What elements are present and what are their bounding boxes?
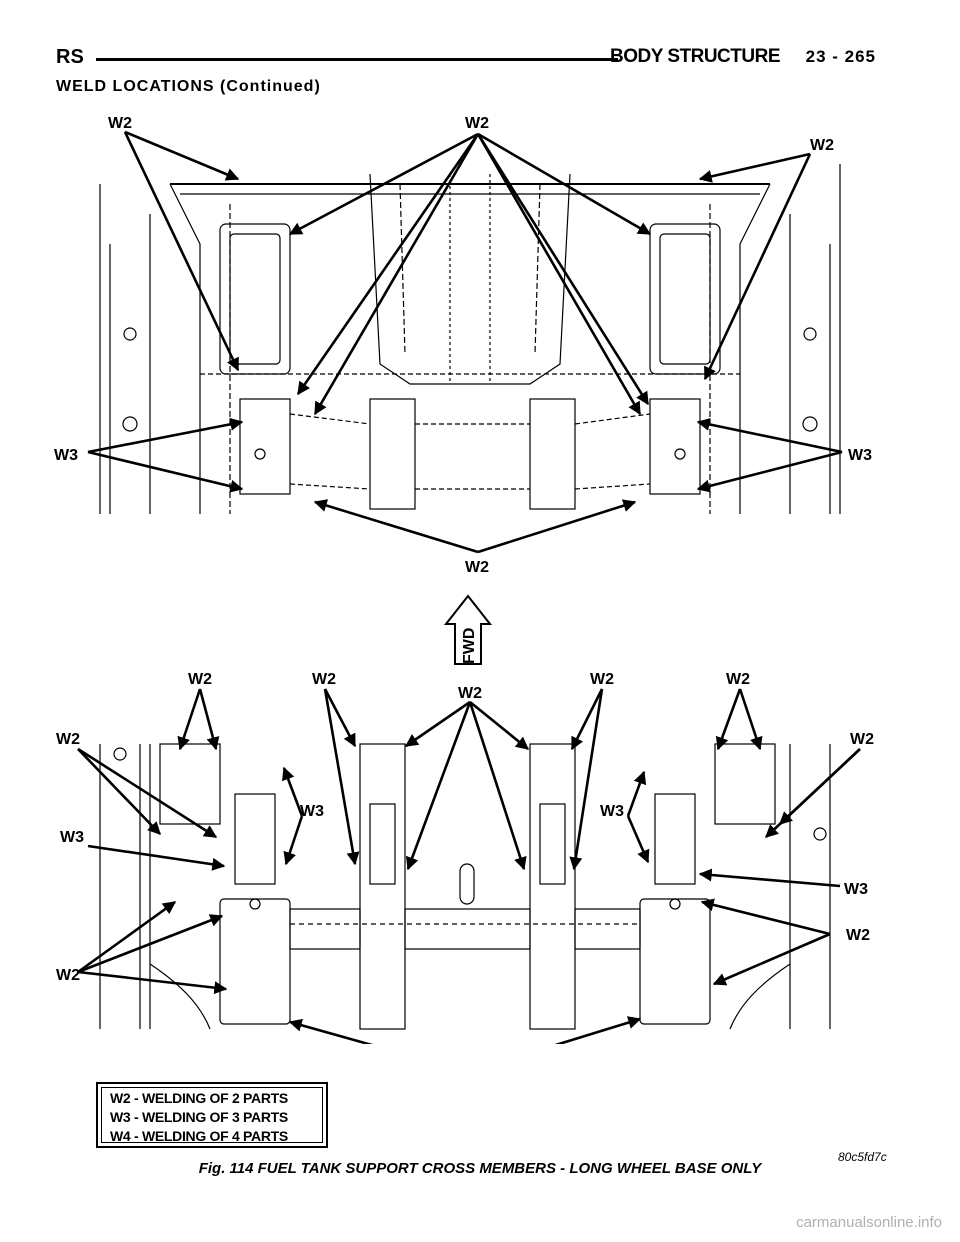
legend-w4: W4 - WELDING OF 4 PARTS — [110, 1128, 288, 1144]
header-title: BODY STRUCTURE — [610, 46, 781, 67]
callout-w3-right: W3 — [848, 447, 872, 464]
figure-code: 80c5fd7c — [838, 1150, 887, 1164]
page-header: RS BODY STRUCTURE 23 - 265 — [56, 44, 876, 76]
callout-w2-c: W2 — [458, 685, 482, 702]
callout-w2-right: W2 — [850, 731, 874, 748]
callout-w2-top-center: W2 — [465, 115, 489, 132]
header-page-number: 23 - 265 — [805, 47, 876, 66]
callout-w2-top-left: W2 — [108, 115, 132, 132]
callout-w2-bottom: W2 — [465, 559, 489, 576]
top-view-drawing — [99, 164, 841, 514]
bottom-view-arrows — [77, 688, 861, 1044]
header-rule — [96, 58, 618, 61]
bottom-view-drawing — [99, 743, 831, 1030]
callout-w3-right: W3 — [844, 881, 868, 898]
figure-caption: Fig. 114 FUEL TANK SUPPORT CROSS MEMBERS… — [198, 1160, 762, 1177]
callout-w2-d: W2 — [590, 671, 614, 688]
forward-arrow-icon: FWD — [443, 594, 493, 665]
callout-w2-top-right: W2 — [810, 137, 834, 154]
callout-w2-left: W2 — [56, 731, 80, 748]
legend-w3: W3 - WELDING OF 3 PARTS — [110, 1109, 288, 1125]
callout-w2-right-lower: W2 — [846, 927, 870, 944]
callout-w3-left: W3 — [54, 447, 78, 464]
fwd-label: FWD — [461, 628, 478, 664]
callout-w2-b: W2 — [312, 671, 336, 688]
weld-legend: W2 - WELDING OF 2 PARTS W3 - WELDING OF … — [96, 1082, 328, 1148]
top-view-arrows — [87, 130, 843, 554]
callout-w2-e: W2 — [726, 671, 750, 688]
callout-w2-left-lower: W2 — [56, 967, 80, 984]
callout-w3-left-upper: W3 — [60, 829, 84, 846]
legend-w2: W2 - WELDING OF 2 PARTS — [110, 1090, 288, 1106]
watermark: carmanualsonline.info — [796, 1214, 942, 1231]
legend-inner-border — [101, 1087, 323, 1143]
weld-diagram: W2 W2 W2 W3 W3 W2 FWD — [54, 115, 874, 1044]
top-view-callouts: W2 W2 W2 W3 W3 W2 — [54, 115, 872, 576]
section-title: WELD LOCATIONS (Continued) — [56, 78, 321, 95]
bottom-view-callouts: W2 W2 W2 W2 W2 W2 W2 W3 W3 W3 W3 W2 W2 W… — [56, 671, 874, 984]
callout-w3-right-inner: W3 — [600, 803, 624, 820]
callout-w2-a: W2 — [188, 671, 212, 688]
header-model-code: RS — [56, 46, 84, 68]
callout-w3-left-inner: W3 — [300, 803, 324, 820]
